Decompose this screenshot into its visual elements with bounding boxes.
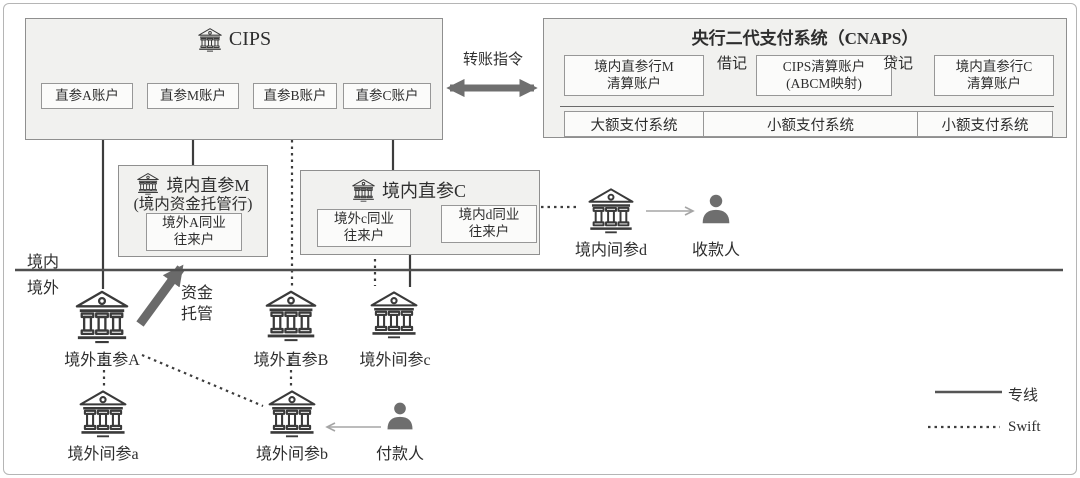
domestic-m-title-row: 境内直参M: [119, 171, 267, 196]
beps-box-1: 小额支付系统: [703, 111, 918, 137]
cnaps-title: 央行二代支付系统（CNAPS）: [691, 29, 919, 48]
outer-frame: [3, 3, 1077, 475]
payer-label: 付款人: [375, 446, 424, 463]
box-label: CIPS清算账户 (ABCM映射): [782, 58, 866, 91]
legend-dedicated-label: 专线: [1008, 388, 1039, 404]
cnaps-cips-clearing-account: CIPS清算账户 (ABCM映射): [756, 55, 892, 96]
system-label: 小额支付系统: [767, 117, 854, 134]
account-box-direct-m: 直参M账户: [147, 83, 239, 109]
credit-label: 贷记: [882, 56, 913, 72]
account-label: 直参A账户: [55, 87, 119, 103]
bank-icon: [351, 178, 376, 202]
cnaps-m-clearing-account: 境内直参行M 清算账户: [564, 55, 704, 96]
cnaps-systems-row: 大额支付系统 小额支付系统 小额支付系统: [564, 111, 1054, 137]
box-label: 境内直参行C 清算账户: [955, 58, 1033, 91]
bank-icon-domestic-indirect-d: [583, 186, 639, 234]
domestic-direct-c-panel: 境内直参C 境外c同业 往来户 境内d同业 往来户: [300, 170, 540, 255]
payee-icon: [700, 192, 732, 226]
cips-title: CIPS: [228, 28, 272, 50]
cips-title-row: CIPS: [26, 27, 442, 52]
transfer-instruction-label: 转账指令: [462, 52, 523, 68]
bank-icon-overseas-indirect-c: [368, 289, 420, 339]
bank-icon: [197, 27, 223, 52]
overseas-indirect-a-label: 境外间参a: [67, 446, 139, 463]
overseas-c-nostro-account: 境外c同业 往来户: [317, 209, 411, 247]
account-label: 直参C账户: [355, 87, 419, 103]
beps-box-2: 小额支付系统: [917, 111, 1053, 137]
cnaps-c-clearing-account: 境内直参行C 清算账户: [934, 55, 1054, 96]
cips-panel: CIPS 直参A账户 直参M账户 直参B账户 直参C账户: [25, 18, 443, 140]
legend-swift-label: Swift: [1008, 419, 1041, 435]
outside-border-label: 境外: [26, 280, 59, 297]
domestic-c-title: 境内直参C: [382, 181, 467, 201]
box-label: 境外A同业 往来户: [162, 215, 226, 247]
overseas-direct-b-label: 境外直参B: [253, 352, 329, 369]
bank-icon-overseas-indirect-b: [266, 388, 318, 438]
account-box-direct-b: 直参B账户: [253, 83, 337, 109]
domestic-m-subtitle: (境内资金托管行): [133, 196, 253, 213]
box-label: 境内d同业 往来户: [458, 207, 520, 239]
system-label: 小额支付系统: [941, 117, 1029, 134]
overseas-direct-a-label: 境外直参A: [64, 352, 140, 369]
domestic-c-title-row: 境内直参C: [351, 177, 466, 203]
bank-icon-overseas-indirect-a: [77, 388, 129, 438]
debit-label: 借记: [716, 56, 747, 72]
payer-icon: [385, 400, 415, 432]
inside-border-label: 境内: [26, 254, 59, 271]
account-label: 直参M账户: [159, 87, 226, 103]
overseas-a-nostro-account: 境外A同业 往来户: [146, 213, 242, 251]
account-box-direct-c: 直参C账户: [343, 83, 431, 109]
account-box-direct-a: 直参A账户: [41, 83, 133, 109]
cnaps-panel: 央行二代支付系统（CNAPS） 境内直参行M 清算账户 借记 CIPS清算账户 …: [543, 18, 1067, 138]
box-label: 境外c同业 往来户: [334, 211, 394, 243]
account-label: 直参B账户: [263, 87, 327, 103]
overseas-indirect-c-label: 境外间参c: [359, 352, 431, 369]
box-label: 境内直参行M 清算账户: [594, 58, 674, 91]
custody-label: 资金 托管: [180, 285, 213, 323]
system-label: 大额支付系统: [590, 117, 678, 134]
bank-icon-overseas-direct-b: [263, 288, 319, 342]
domestic-direct-m-panel: 境内直参M (境内资金托管行) 境外A同业 往来户: [118, 165, 268, 257]
domestic-m-title: 境内直参M: [166, 176, 250, 195]
bank-icon-overseas-direct-a: [73, 288, 131, 344]
cnaps-separator: [560, 106, 1054, 107]
overseas-indirect-b-label: 境外间参b: [255, 446, 328, 463]
domestic-d-nostro-account: 境内d同业 往来户: [441, 205, 537, 243]
payee-label: 收款人: [691, 242, 740, 259]
domestic-indirect-d-label: 境内间参d: [574, 242, 647, 259]
hvps-box: 大额支付系统: [564, 111, 704, 137]
